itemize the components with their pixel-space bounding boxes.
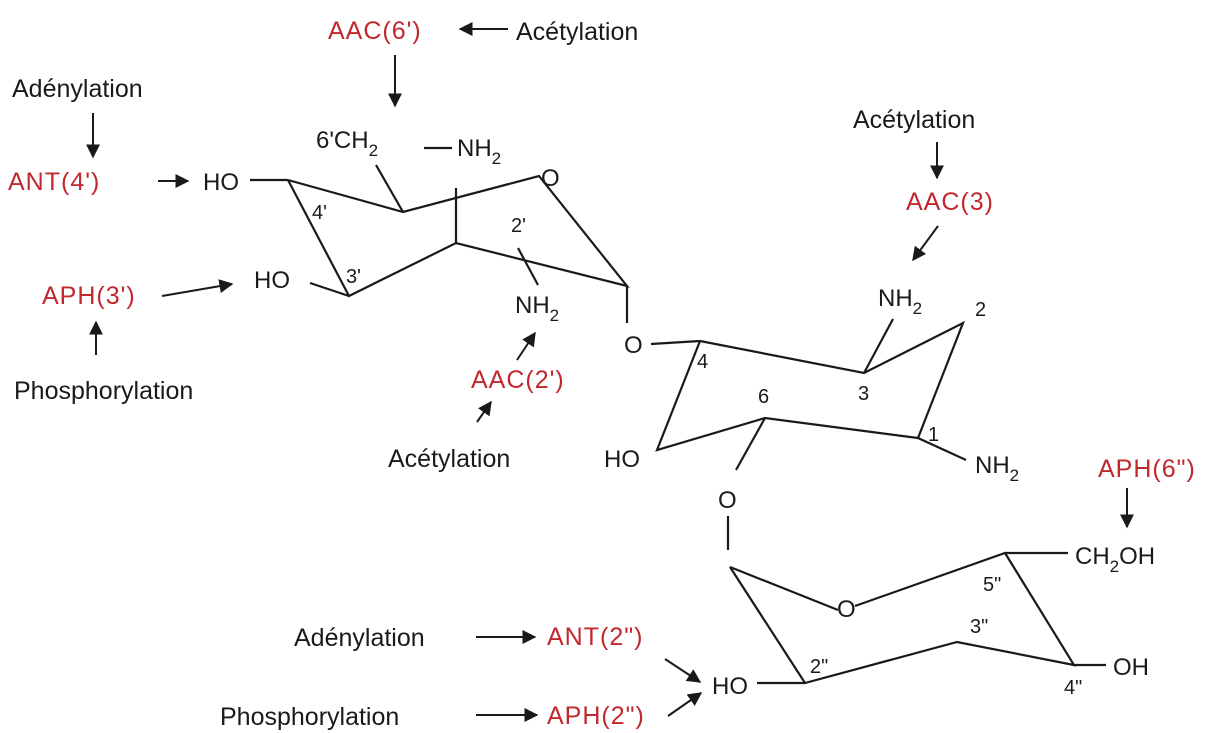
group-ch2oh: CH2OH — [1075, 543, 1155, 576]
mechanism-adenylation-bottom: Adénylation — [294, 624, 425, 652]
enzyme-aph2: APH(2") — [547, 702, 645, 730]
position-6: 6 — [758, 386, 769, 408]
enzyme-aac3: AAC(3) — [906, 188, 994, 216]
mechanism-acetylation-mid: Acétylation — [388, 445, 510, 473]
ring-3-bonds — [726, 516, 1106, 685]
mechanism-acetylation-top: Acétylation — [516, 18, 638, 46]
ring-1-bonds — [250, 146, 630, 323]
group-6p-nh2: NH2 — [457, 135, 501, 168]
group-2pp-ho: HO — [712, 673, 748, 700]
position-5doubleprime: 5" — [983, 574, 1001, 596]
enzyme-aac2: AAC(2') — [471, 366, 565, 394]
position-2: 2 — [975, 299, 986, 321]
group-4p-ho: HO — [203, 169, 239, 196]
mechanism-acetylation-right: Acétylation — [853, 106, 975, 134]
glycosidic-oxygen-2: O — [718, 487, 737, 514]
position-4prime: 4' — [312, 202, 327, 224]
position-4: 4 — [697, 351, 708, 373]
position-3: 3 — [858, 383, 869, 405]
ring-2-bonds — [650, 318, 967, 471]
position-1: 1 — [928, 424, 939, 446]
position-4doubleprime: 4" — [1064, 677, 1082, 699]
enzyme-aph6: APH(6") — [1098, 455, 1196, 483]
arrows — [86, 22, 1134, 722]
position-3prime: 3' — [346, 266, 361, 288]
enzyme-aph3: APH(3') — [42, 282, 136, 310]
mechanism-phosphorylation-left: Phosphorylation — [14, 377, 193, 405]
mechanism-phosphorylation-bottom: Phosphorylation — [220, 703, 399, 731]
group-6p-ch2: 6'CH2 — [316, 127, 378, 160]
group-2p-nh2: NH2 — [515, 292, 559, 325]
group-3p-ho: HO — [254, 267, 290, 294]
enzyme-aac6: AAC(6') — [328, 17, 422, 45]
position-3doubleprime: 3" — [970, 616, 988, 638]
group-3-nh2: NH2 — [878, 285, 922, 318]
group-ring2-ho: HO — [604, 446, 640, 473]
mechanism-adenylation-left: Adénylation — [12, 75, 143, 103]
ring-1-oxygen: O — [541, 165, 560, 192]
position-2prime: 2' — [511, 215, 526, 237]
position-2doubleprime: 2" — [810, 656, 828, 678]
enzyme-ant2: ANT(2") — [547, 623, 643, 651]
group-4pp-oh: OH — [1113, 654, 1149, 681]
ring-3-oxygen: O — [837, 596, 856, 623]
glycosidic-oxygen-1: O — [624, 332, 643, 359]
group-1-nh2: NH2 — [975, 452, 1019, 485]
enzyme-ant4: ANT(4') — [8, 168, 100, 196]
